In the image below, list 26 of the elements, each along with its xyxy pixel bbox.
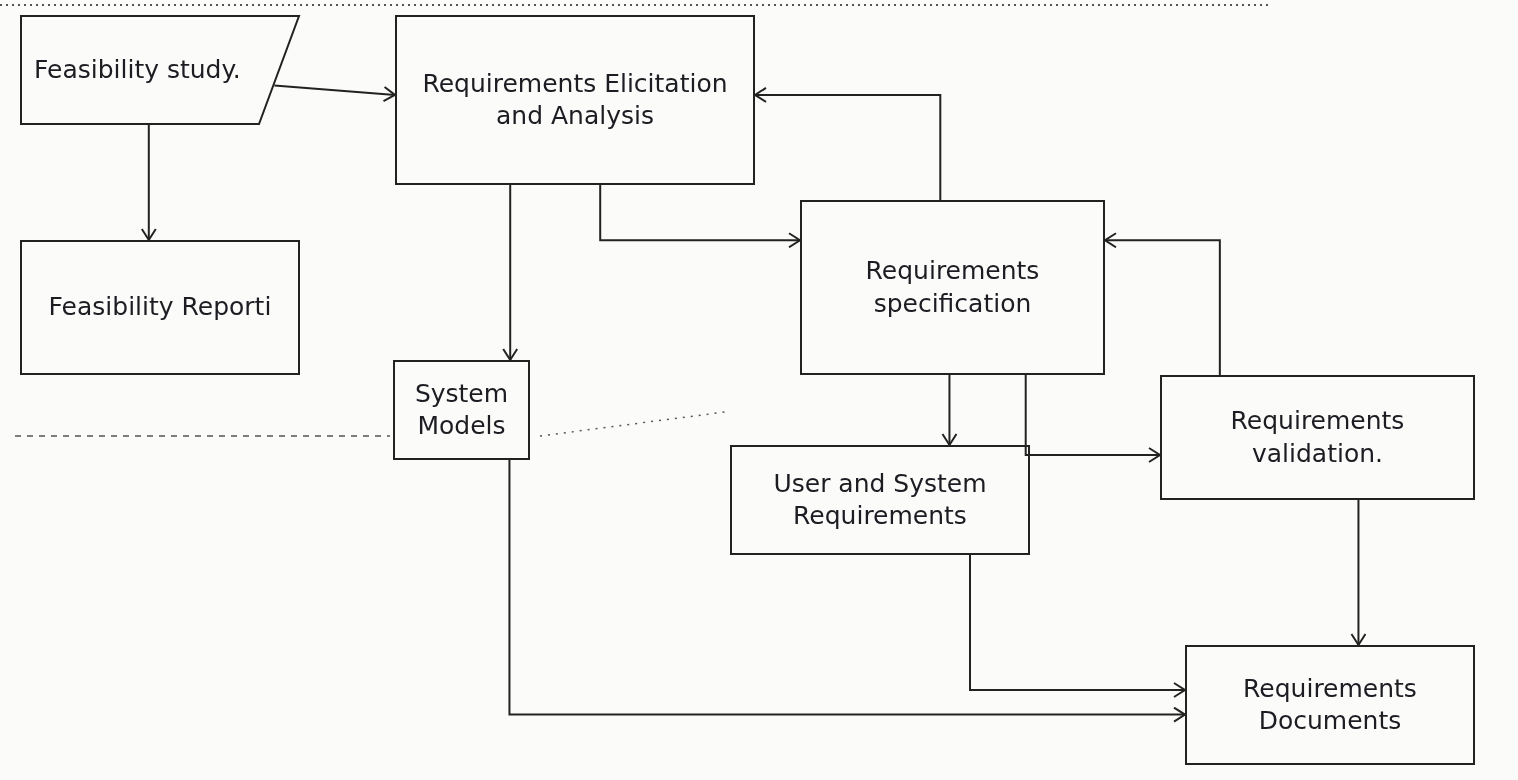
box-label: Requirements Documents: [1242, 672, 1418, 737]
process-box: [393, 360, 530, 460]
arrow: [1104, 232, 1221, 376]
arrow: [969, 554, 1186, 698]
box-label: Feasibility Reporti: [48, 291, 272, 324]
arrow: [941, 374, 958, 446]
box-label: Requirements specification: [864, 255, 1041, 320]
arrow: [508, 459, 1186, 723]
arrow: [1350, 499, 1367, 646]
process-box: [1185, 645, 1475, 765]
box-label: Requirements validation.: [1229, 405, 1406, 470]
process-box: [730, 445, 1030, 555]
arrow: [502, 184, 519, 361]
box-label: Feasibility study.: [34, 53, 241, 86]
process-box: [1160, 375, 1475, 500]
box-label: Requirements Elicitation and Analysis: [421, 67, 729, 132]
box-label: User and System Requirements: [772, 467, 988, 532]
arrow: [599, 184, 801, 249]
process-box: [20, 240, 300, 375]
arrow: [140, 124, 157, 241]
process-box: [800, 200, 1105, 375]
box-label: System Models: [413, 377, 510, 442]
arrow: [1024, 374, 1161, 463]
arrow: [273, 84, 396, 102]
arrow: [754, 86, 942, 201]
process-box: [395, 15, 755, 185]
